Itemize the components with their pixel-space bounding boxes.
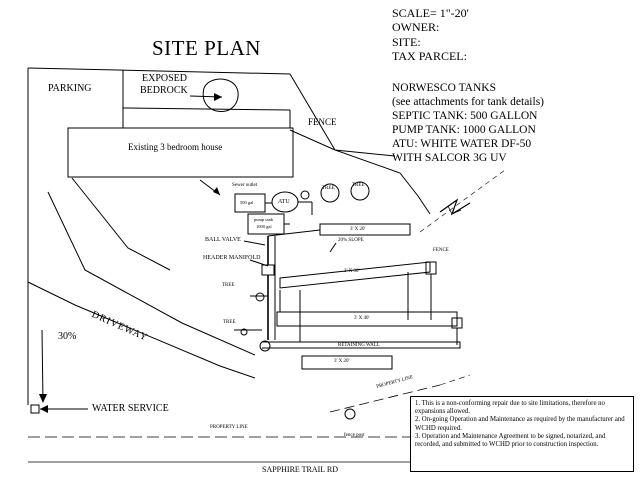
lateral-4-label: 3' X 20' [334,359,350,364]
notes-box: 1. This is a non-conforming repair due t… [410,396,634,472]
site-boundary [27,67,431,215]
slope-30-label: 30% [58,331,77,342]
tree-label-4: TREE [223,320,236,325]
lateral-field-1 [319,223,411,236]
fence-line [289,110,396,157]
tank-brand: NORWESCO TANKS [392,82,496,94]
page-title: SITE PLAN [152,36,261,60]
lateral-field-2 [279,261,431,289]
driveway-edge-inner [71,177,171,271]
house-outline [67,127,294,178]
parking-label: PARKING [48,83,92,94]
scale-label: SCALE= 1"-20' [392,6,469,20]
ball-valve-label: BALL VALVE [205,237,241,243]
lateral-field-3 [276,311,458,327]
driveway-edge-outer [27,281,256,379]
sewer-outlet-label: Sewer outlet [232,183,258,188]
property-line-side [329,384,441,413]
septic-tank-label: 500 gal [240,200,254,205]
pump-tank-label: pump tank [254,217,274,222]
driveway-edge-mid [47,191,256,356]
septic-tank-spec: SEPTIC TANK: 500 GALLON [392,110,538,122]
note-1: 1. This is a non-conforming repair due t… [415,400,605,416]
ball-valve-icon [255,292,265,302]
slope-20-label: 20% SLOPE [338,238,364,243]
retaining-wall [262,341,461,349]
slope-arrow-30 [41,329,44,403]
owner-label: OWNER: [392,20,440,34]
note-3: 3. Operation and Maintenance Agreement t… [415,432,606,449]
fence-post-label: fence post [344,433,365,438]
tree-icon [300,190,310,200]
tank-note: (see attachments for tank details) [392,96,544,108]
tree-label-3: TREE [222,283,235,288]
lateral-1-label: 3' X 20' [350,227,366,232]
water-service-box [30,404,40,414]
pump-tank-spec: PUMP TANK: 1000 GALLON [392,124,536,136]
fence-label: FENCE [308,117,337,127]
tax-parcel-label: TAX PARCEL: [392,49,467,63]
atu-spec: ATU: WHITE WATER DF-50 [392,138,532,150]
property-line-label-1: PROPERTY LINE [210,425,248,430]
north-arrow-icon [419,169,506,233]
lateral-3-label: 3' X 40' [354,316,370,321]
bedrock-divider [122,107,291,111]
tree-label-2: TREE [352,183,365,188]
lateral-field-4 [301,355,393,370]
bedrock-label: BEDROCK [140,85,188,96]
tree-icon [350,181,370,201]
house-label: Existing 3 bedroom house [128,142,223,152]
water-service-label: WATER SERVICE [92,403,169,414]
exposed-label: EXPOSED [142,73,188,84]
lateral-2-label: 3' X 30' [344,269,360,274]
bedrock-outcrop [202,78,239,113]
fence-post-icon [344,408,356,420]
atu-label: ATU [278,199,290,205]
header-manifold-label: HEADER MANIFOLD [203,255,261,261]
note-2: 2. On-going Operation and Maintenance as… [415,416,625,432]
uv-spec: WITH SALCOR 3G UV [392,152,507,164]
site-label: SITE: [392,35,421,49]
retaining-wall-label: RETAINING WALL [338,343,380,348]
tree-icon [320,183,340,203]
tree-label-1: TREE [322,186,335,191]
fence-label-2: FENCE [433,248,449,253]
road-label: SAPPHIRE TRAIL RD [262,465,339,474]
pump-tank-gal: 1000 gal [256,224,272,229]
